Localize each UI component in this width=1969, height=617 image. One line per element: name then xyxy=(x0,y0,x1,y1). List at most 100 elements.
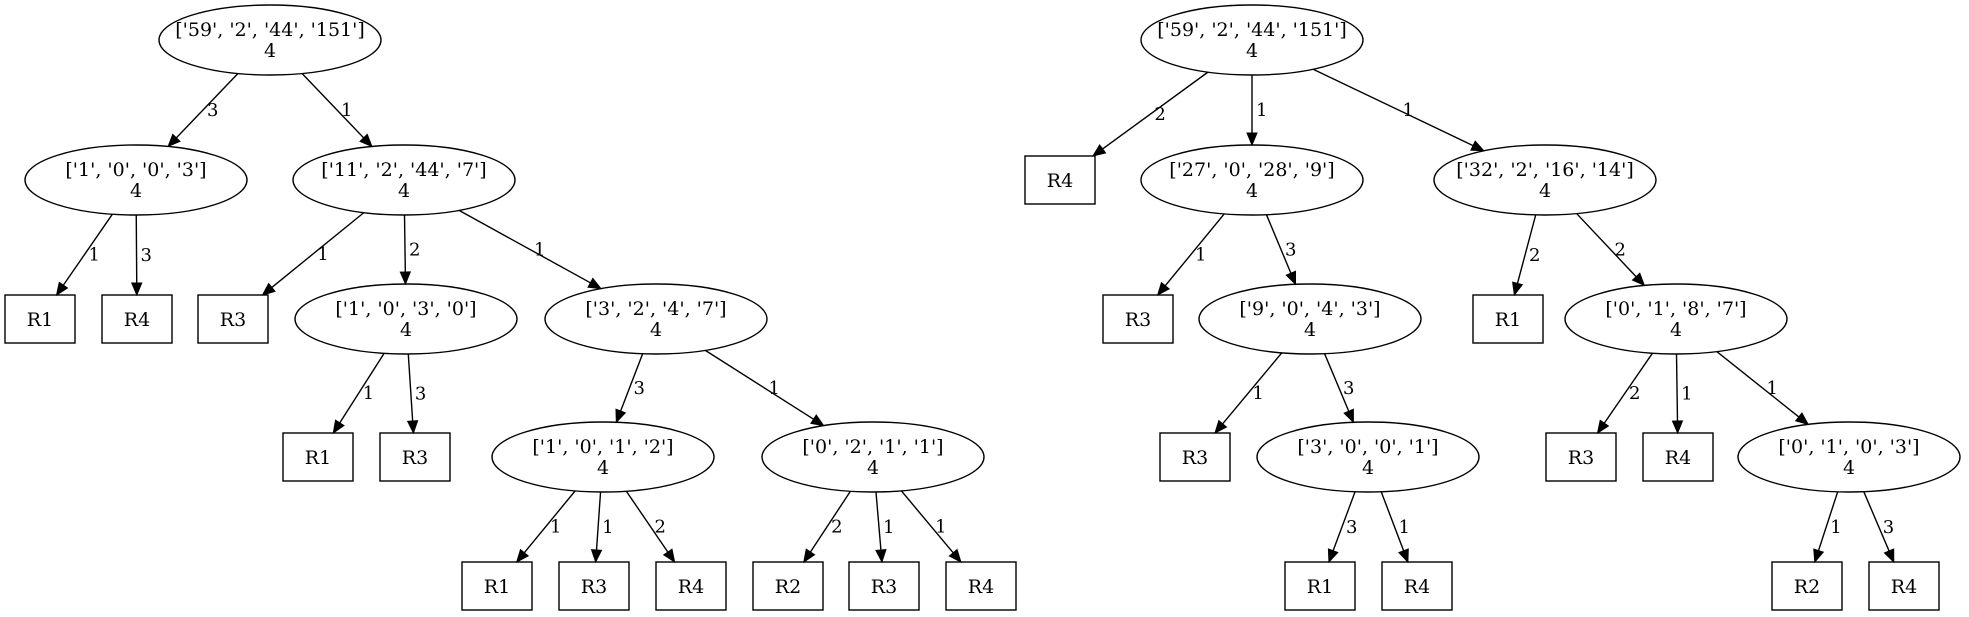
leaf-node: R2 xyxy=(752,561,824,611)
node-ellipse xyxy=(294,283,518,355)
node-value: 4 xyxy=(1246,40,1258,62)
edge-label: 3 xyxy=(207,100,218,121)
edge-label: 1 xyxy=(602,517,613,538)
node-ellipse xyxy=(1140,144,1364,216)
node-box xyxy=(752,561,824,611)
edge-label: 1 xyxy=(1252,383,1263,404)
node-label: R2 xyxy=(775,576,801,598)
split-node: ['0', '1', '8', '7']4 xyxy=(1564,283,1788,355)
edge: 1 xyxy=(704,349,825,427)
edge: 1 xyxy=(55,213,113,297)
node-label: R3 xyxy=(1182,447,1208,469)
split-node: ['3', '0', '0', '1']4 xyxy=(1256,421,1480,493)
split-node: ['59', '2', '44', '151']4 xyxy=(1140,4,1364,76)
node-value: 4 xyxy=(1843,457,1855,479)
arrowhead xyxy=(406,420,419,435)
node-box xyxy=(4,294,76,344)
edge: 2 xyxy=(1596,352,1654,435)
leaf-node: R4 xyxy=(655,561,727,611)
node-box xyxy=(1642,432,1714,482)
node-value: 4 xyxy=(597,457,609,479)
leaf-node: R4 xyxy=(1868,561,1940,611)
node-label: ['59', '2', '44', '151'] xyxy=(1157,19,1347,41)
arrowhead xyxy=(1343,408,1354,424)
node-label: ['1', '0', '3', '0'] xyxy=(335,298,476,320)
edge-line xyxy=(619,353,644,412)
arrowhead xyxy=(1671,420,1684,435)
node-label: ['3', '2', '4', '7'] xyxy=(585,298,726,320)
leaf-node: R4 xyxy=(1381,561,1453,611)
node-ellipse xyxy=(1737,421,1961,493)
node-label: ['0', '1', '8', '7'] xyxy=(1605,298,1746,320)
node-label: R4 xyxy=(124,309,150,331)
node-ellipse xyxy=(1256,421,1480,493)
edge-label: 2 xyxy=(1615,240,1626,261)
split-node: ['32', '2', '16', '14']4 xyxy=(1433,144,1657,216)
edge-label: 2 xyxy=(831,517,842,538)
leaf-node: R1 xyxy=(1472,294,1544,344)
node-box xyxy=(379,432,451,482)
node-ellipse xyxy=(1564,283,1788,355)
edge: 3 xyxy=(130,214,152,297)
node-ellipse xyxy=(1198,283,1422,355)
arrowhead xyxy=(1327,548,1339,564)
split-node: ['11', '2', '44', '7']4 xyxy=(292,144,516,216)
node-label: R1 xyxy=(484,576,510,598)
edge: 1 xyxy=(515,490,576,564)
node-label: R1 xyxy=(305,447,331,469)
arrowhead xyxy=(1794,412,1810,426)
edge: 2 xyxy=(803,490,852,564)
arrowhead xyxy=(1246,132,1258,147)
node-label: R1 xyxy=(1495,309,1521,331)
arrowhead xyxy=(1214,419,1228,434)
split-node: ['59', '2', '44', '151']4 xyxy=(158,4,382,76)
node-value: 4 xyxy=(867,457,879,479)
leaf-node: R3 xyxy=(1102,294,1174,344)
arrowhead xyxy=(662,548,676,564)
edge-label: 1 xyxy=(317,244,328,265)
edge-label: 1 xyxy=(1256,100,1267,121)
edge: 1 xyxy=(458,209,603,290)
leaf-node: R3 xyxy=(1159,432,1231,482)
edge-label: 3 xyxy=(1343,378,1354,399)
arrowhead xyxy=(810,414,825,427)
edge: 1 xyxy=(1214,352,1283,434)
edge: 1 xyxy=(1813,491,1842,564)
edge: 1 xyxy=(1312,68,1486,152)
split-node: ['0', '1', '0', '3']4 xyxy=(1737,421,1961,493)
node-box xyxy=(945,561,1017,611)
arrowhead xyxy=(399,271,412,286)
edge-line xyxy=(1312,68,1474,147)
arrowhead xyxy=(1470,140,1486,152)
node-label: R4 xyxy=(1404,576,1430,598)
edge: 3 xyxy=(406,353,426,435)
node-label: ['27', '0', '28', '9'] xyxy=(1169,159,1334,181)
node-value: 4 xyxy=(398,180,410,202)
edge-label: 3 xyxy=(1285,240,1296,261)
edge-line xyxy=(1323,353,1350,412)
edge-line xyxy=(1332,491,1356,551)
edge-label: 2 xyxy=(1629,383,1640,404)
edge-line xyxy=(704,349,814,420)
edge: 3 xyxy=(1863,491,1895,564)
edge-label: 3 xyxy=(415,383,426,404)
edge-line xyxy=(523,490,576,554)
node-label: R1 xyxy=(27,309,53,331)
edge-label: 1 xyxy=(341,100,352,121)
arrowhead xyxy=(1813,548,1825,564)
node-box xyxy=(558,561,630,611)
edge-line xyxy=(1102,71,1209,150)
edge-label: 2 xyxy=(409,240,420,261)
node-label: R3 xyxy=(581,576,607,598)
leaf-node: R3 xyxy=(848,561,920,611)
node-label: ['1', '0', '0', '3'] xyxy=(65,159,206,181)
node-label: R2 xyxy=(1794,576,1820,598)
edge: 1 xyxy=(332,352,385,435)
edge-line xyxy=(875,491,882,551)
node-ellipse xyxy=(761,421,985,493)
edge: 3 xyxy=(167,73,239,148)
node-label: R4 xyxy=(1047,170,1073,192)
edge-label: 1 xyxy=(88,245,99,266)
node-ellipse xyxy=(491,421,715,493)
edge-label: 1 xyxy=(883,517,894,538)
